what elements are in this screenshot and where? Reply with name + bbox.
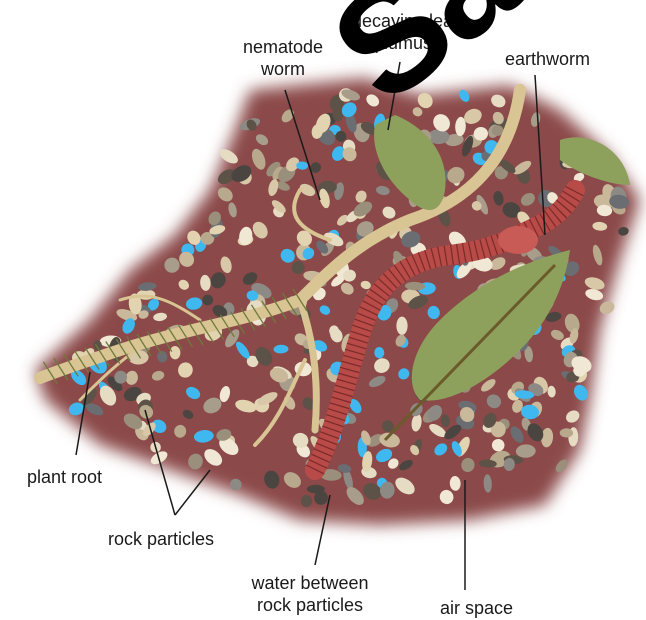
label-plant-root: plant root bbox=[27, 466, 102, 488]
label-air-space: air space bbox=[440, 597, 513, 619]
rock-particle bbox=[396, 317, 407, 335]
label-water-between: water betweenrock particles bbox=[230, 572, 390, 616]
label-earthworm: earthworm bbox=[505, 48, 590, 70]
label-nematode-worm: nematodeworm bbox=[228, 36, 338, 80]
label-rock-particles: rock particles bbox=[108, 528, 214, 550]
